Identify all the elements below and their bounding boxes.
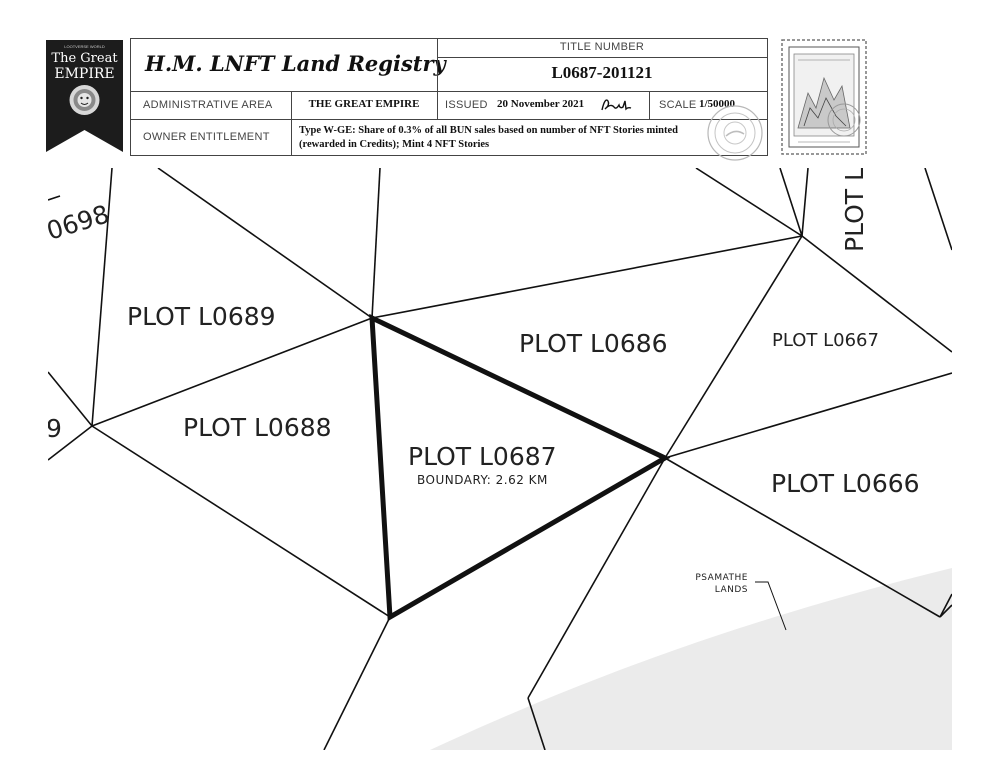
registry-title: H.M. LNFT Land Registry	[145, 51, 446, 76]
owner-entitlement-text: Type W-GE: Share of 0.3% of all BUN sale…	[299, 124, 749, 152]
emblem-small-text: LOOTVERSE WORLD	[64, 44, 105, 49]
owner-entitlement-label: OWNER ENTITLEMENT	[143, 131, 270, 143]
lion-crest-icon	[69, 85, 100, 115]
plot-label-l0666: PLOT L0666	[771, 469, 920, 498]
postage-stamp-icon	[781, 39, 867, 155]
divider	[437, 39, 438, 91]
plot-label-l0687: PLOT L0687	[408, 442, 557, 471]
divider	[131, 91, 767, 92]
divider	[437, 91, 438, 119]
plot-label-l0686: PLOT L0686	[519, 329, 668, 358]
plot-label-partial-edge: 9	[46, 414, 62, 443]
title-number-label: TITLE NUMBER	[559, 41, 645, 53]
plot-label-partial-top: PLOT L	[840, 167, 869, 252]
plot-label-l0667: PLOT L0667	[772, 330, 879, 351]
great-empire-emblem: LOOTVERSE WORLD The Great EMPIRE	[46, 40, 123, 152]
issued-label: ISSUED	[445, 99, 488, 111]
issued-date: 20 November 2021	[497, 98, 585, 110]
plot-label-partial-l0698: 0698	[43, 199, 112, 245]
psamathe-lands-region	[430, 568, 952, 750]
emblem-line2: EMPIRE	[54, 66, 114, 82]
plot-l0687-boundary	[369, 313, 671, 622]
owner-entitlement-line2: (rewarded in Credits); Mint 4 NFT Storie…	[299, 139, 490, 150]
owner-entitlement-line1: Type W-GE: Share of 0.3% of all BUN sale…	[299, 125, 678, 136]
plot-boundary-length: BOUNDARY: 2.62 KM	[417, 473, 548, 487]
divider	[291, 91, 292, 155]
divider	[131, 119, 767, 120]
divider	[437, 57, 767, 58]
admin-area-value: THE GREAT EMPIRE	[308, 98, 420, 110]
signature-icon	[601, 99, 632, 111]
scale-label: SCALE	[659, 99, 697, 111]
registry-seal-icon	[707, 105, 763, 161]
emblem-line1: The Great	[51, 51, 118, 66]
plot-label-l0688: PLOT L0688	[183, 413, 332, 442]
registry-header-table: H.M. LNFT Land Registry TITLE NUMBER L06…	[130, 38, 768, 156]
title-number: L0687-201121	[551, 63, 653, 82]
plot-boundaries	[48, 168, 952, 750]
divider	[649, 91, 650, 119]
region-label-line2: LANDS	[715, 585, 748, 595]
plot-label-l0689: PLOT L0689	[127, 302, 276, 331]
region-label-line1: PSAMATHE	[695, 573, 748, 583]
admin-area-label: ADMINISTRATIVE AREA	[143, 99, 273, 111]
